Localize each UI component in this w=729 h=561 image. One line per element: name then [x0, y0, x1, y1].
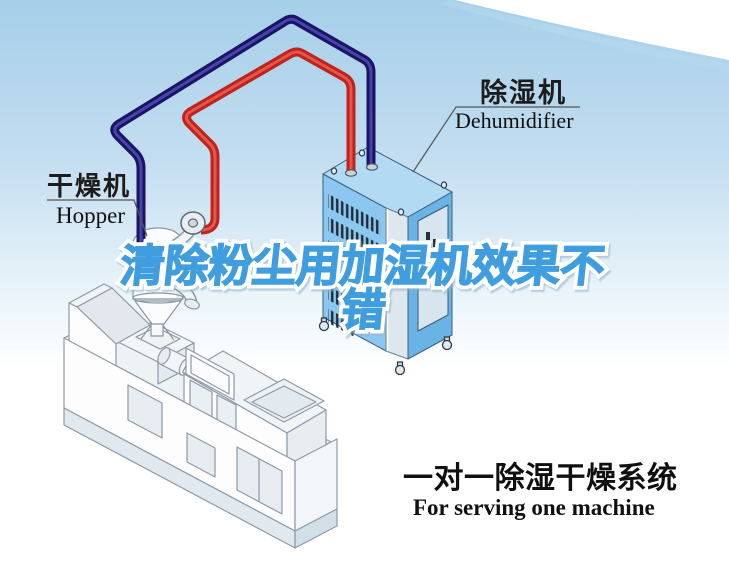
hopper-cone: [134, 300, 182, 325]
body-base-end: [294, 508, 338, 549]
watermark-line1: 清除粉尘用加湿机效果不: [118, 242, 607, 291]
dehumidifier-vents: [328, 193, 381, 337]
watermark-line2: 错: [339, 286, 388, 335]
pointer-hopper: [47, 199, 148, 237]
door-handle-2: [433, 239, 437, 247]
watermark: 清除粉尘用加湿机效果不 清除粉尘用加湿机效果不 错 错: [114, 238, 612, 340]
guard-pane: [185, 347, 235, 401]
window-2: [186, 432, 216, 478]
control-box-lid-inner: [251, 385, 317, 419]
pointer-dehumidifier: [412, 106, 580, 173]
label-dehumidifier-zh: 除湿机: [480, 77, 567, 108]
dehumidifier-casters: [318, 317, 453, 376]
extruder-machine: [63, 283, 338, 549]
label-hopper-zh: 干燥机: [47, 171, 131, 201]
hopper-stand-plate: [135, 326, 181, 350]
watermark-line2-outline: 错: [339, 286, 388, 335]
caption-en: For serving one machine: [413, 495, 655, 520]
lifting-lugs: [330, 149, 448, 216]
hoses: [110, 14, 376, 251]
window-1: [127, 384, 163, 439]
pointer-lines: [47, 106, 580, 237]
hopper-elbow-flange: [184, 298, 200, 310]
fitting-navy: [365, 163, 379, 171]
hopper-dryer: [131, 225, 200, 350]
guard-pane-inner: [190, 354, 230, 395]
label-hopper-en: Hopper: [56, 203, 125, 228]
cabinet-front: [69, 303, 116, 372]
door-handle-1: [426, 232, 430, 240]
watermark-line1-outline: 清除粉尘用加湿机效果不: [118, 242, 607, 291]
dehumidifier-door-panel: [417, 204, 449, 332]
fitting-hopper: [134, 242, 148, 252]
cyclone-ring-inner: [187, 218, 199, 228]
caption-zh: 一对一除湿干燥系统: [403, 461, 678, 495]
label-dehumidifier-en: Dehumidifier: [455, 108, 574, 133]
cabinet-front-edges: [68, 302, 117, 366]
hopper-stand-legs: [140, 323, 175, 341]
hopper-ring-lower: [132, 292, 184, 304]
hose-fittings: [134, 163, 379, 252]
dehumidifier-unit: [318, 146, 453, 376]
fitting-red: [344, 169, 358, 177]
